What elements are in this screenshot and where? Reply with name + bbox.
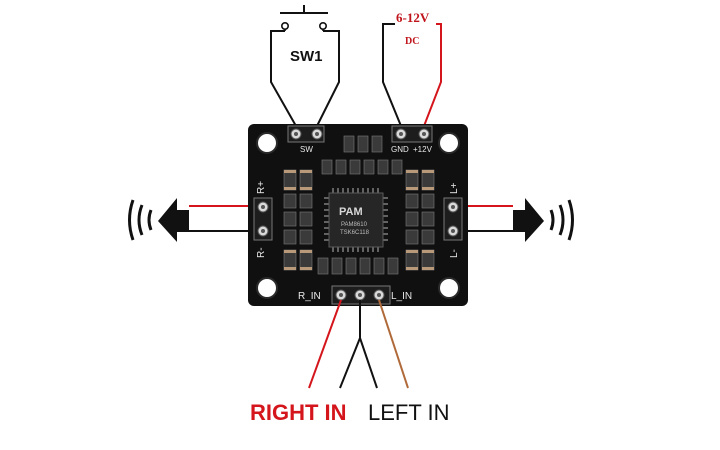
pin-r-minus-label: R- [256, 247, 267, 258]
chip-code: TSK6C118 [340, 230, 370, 236]
right-input-wire [308, 299, 342, 389]
switch-wire-left [270, 30, 297, 127]
input-header [331, 285, 391, 305]
power-wire-gnd [382, 23, 402, 127]
chip-brand: PAM [339, 206, 363, 218]
power-type-label: DC [405, 36, 419, 47]
left-speaker-header [443, 197, 463, 241]
mounting-hole [256, 132, 278, 154]
speaker-icon [128, 198, 189, 242]
pin-r-in-label: R_IN [298, 291, 321, 302]
chip-part: PAM8610 [341, 222, 368, 228]
mounting-hole [438, 132, 460, 154]
right-input-label: RIGHT IN [250, 400, 347, 425]
pin-l-plus-label: L+ [449, 182, 460, 194]
left-input-wire [378, 299, 409, 389]
mounting-hole [256, 277, 278, 299]
ground-input-wire [339, 300, 361, 389]
ground-input-wire-branch [359, 337, 378, 389]
pin-l-in-label: L_IN [391, 291, 412, 302]
left-input-label: LEFT IN [368, 400, 450, 425]
pin-r-plus-label: R+ [256, 181, 267, 194]
pin-l-minus-label: L- [449, 249, 460, 258]
speaker-icon [513, 198, 574, 242]
pin-12v-label: +12V [413, 145, 433, 154]
sw-header [287, 125, 325, 143]
push-button-icon [280, 5, 328, 31]
pin-gnd-label: GND [391, 145, 409, 154]
switch-wire-right [316, 30, 340, 127]
power-voltage-label: 6-12V [396, 10, 430, 25]
right-speaker-header [253, 197, 273, 241]
power-header [391, 125, 433, 143]
power-wire-positive [423, 23, 442, 127]
mounting-hole [438, 277, 460, 299]
amplifier-chip: PAM PAM8610 TSK6C118 [324, 188, 388, 252]
switch-label: SW1 [290, 48, 323, 65]
pin-sw-label: SW [300, 145, 313, 154]
amplifier-board: PAM PAM8610 TSK6C118 SW GND +12V [248, 124, 468, 306]
